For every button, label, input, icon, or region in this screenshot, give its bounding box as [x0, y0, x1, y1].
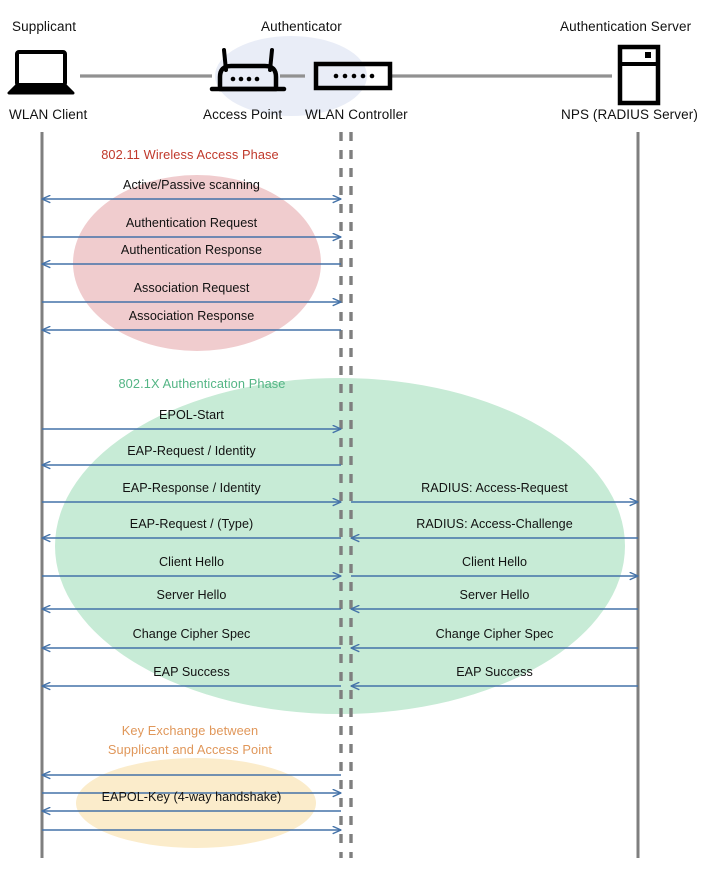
phase-label-dot1x-authentication: 802.1X Authentication Phase [118, 376, 286, 391]
message-label-left-7: EAP-Response / Identity [122, 481, 261, 495]
message-arrow-group [42, 199, 638, 830]
message-label-left-6: EAP-Request / Identity [127, 444, 256, 458]
wireless-router-icon [209, 48, 287, 92]
message-label-right-3: Server Hello [459, 588, 530, 602]
laptop-icon [7, 50, 75, 95]
node-caption-wlan-client: WLAN Client [9, 107, 88, 122]
role-title-supplicant: Supplicant [12, 19, 77, 34]
message-label-left-3: Association Request [133, 281, 250, 295]
phase-ellipse-wireless-access [73, 175, 321, 351]
message-label-right-1: RADIUS: Access-Challenge [416, 517, 573, 531]
message-label-left-1: Authentication Request [125, 216, 258, 230]
message-label-right-4: Change Cipher Spec [435, 627, 554, 641]
message-label-left-0: Active/Passive scanning [123, 178, 260, 192]
message-label-left-5: EPOL-Start [159, 408, 224, 422]
message-label-left-9: Client Hello [159, 555, 224, 569]
phase-label-key-exchange-line1: Key Exchange between [121, 723, 259, 738]
role-title-auth-server: Authentication Server [560, 19, 692, 34]
message-label-right-0: RADIUS: Access-Request [421, 481, 568, 495]
phase-label-key-exchange: Key Exchange between Supplicant and Acce… [72, 722, 308, 759]
message-label-left-11: Change Cipher Spec [132, 627, 251, 641]
network-switch-icon [313, 61, 393, 91]
message-label-left-15: EAPOL-Key (4-way handshake) [101, 790, 282, 804]
node-caption-wlan-controller: WLAN Controller [305, 107, 408, 122]
phase-label-key-exchange-line2: Supplicant and Access Point [107, 741, 273, 757]
message-label-left-2: Authentication Response [120, 243, 263, 257]
phase-label-wireless-access: 802.11 Wireless Access Phase [101, 147, 279, 162]
node-caption-access-point: Access Point [203, 107, 283, 122]
role-title-authenticator: Authenticator [261, 19, 342, 34]
message-label-right-5: EAP Success [456, 665, 533, 679]
node-caption-nps-radius-server: NPS (RADIUS Server) [561, 107, 698, 122]
message-label-left-12: EAP Success [153, 665, 230, 679]
message-label-left-4: Association Response [128, 309, 255, 323]
message-label-right-2: Client Hello [462, 555, 527, 569]
server-tower-icon [617, 44, 661, 106]
phase-ellipse-key-exchange [76, 758, 316, 848]
message-label-left-10: Server Hello [156, 588, 227, 602]
message-label-left-8: EAP-Request / (Type) [129, 517, 254, 531]
